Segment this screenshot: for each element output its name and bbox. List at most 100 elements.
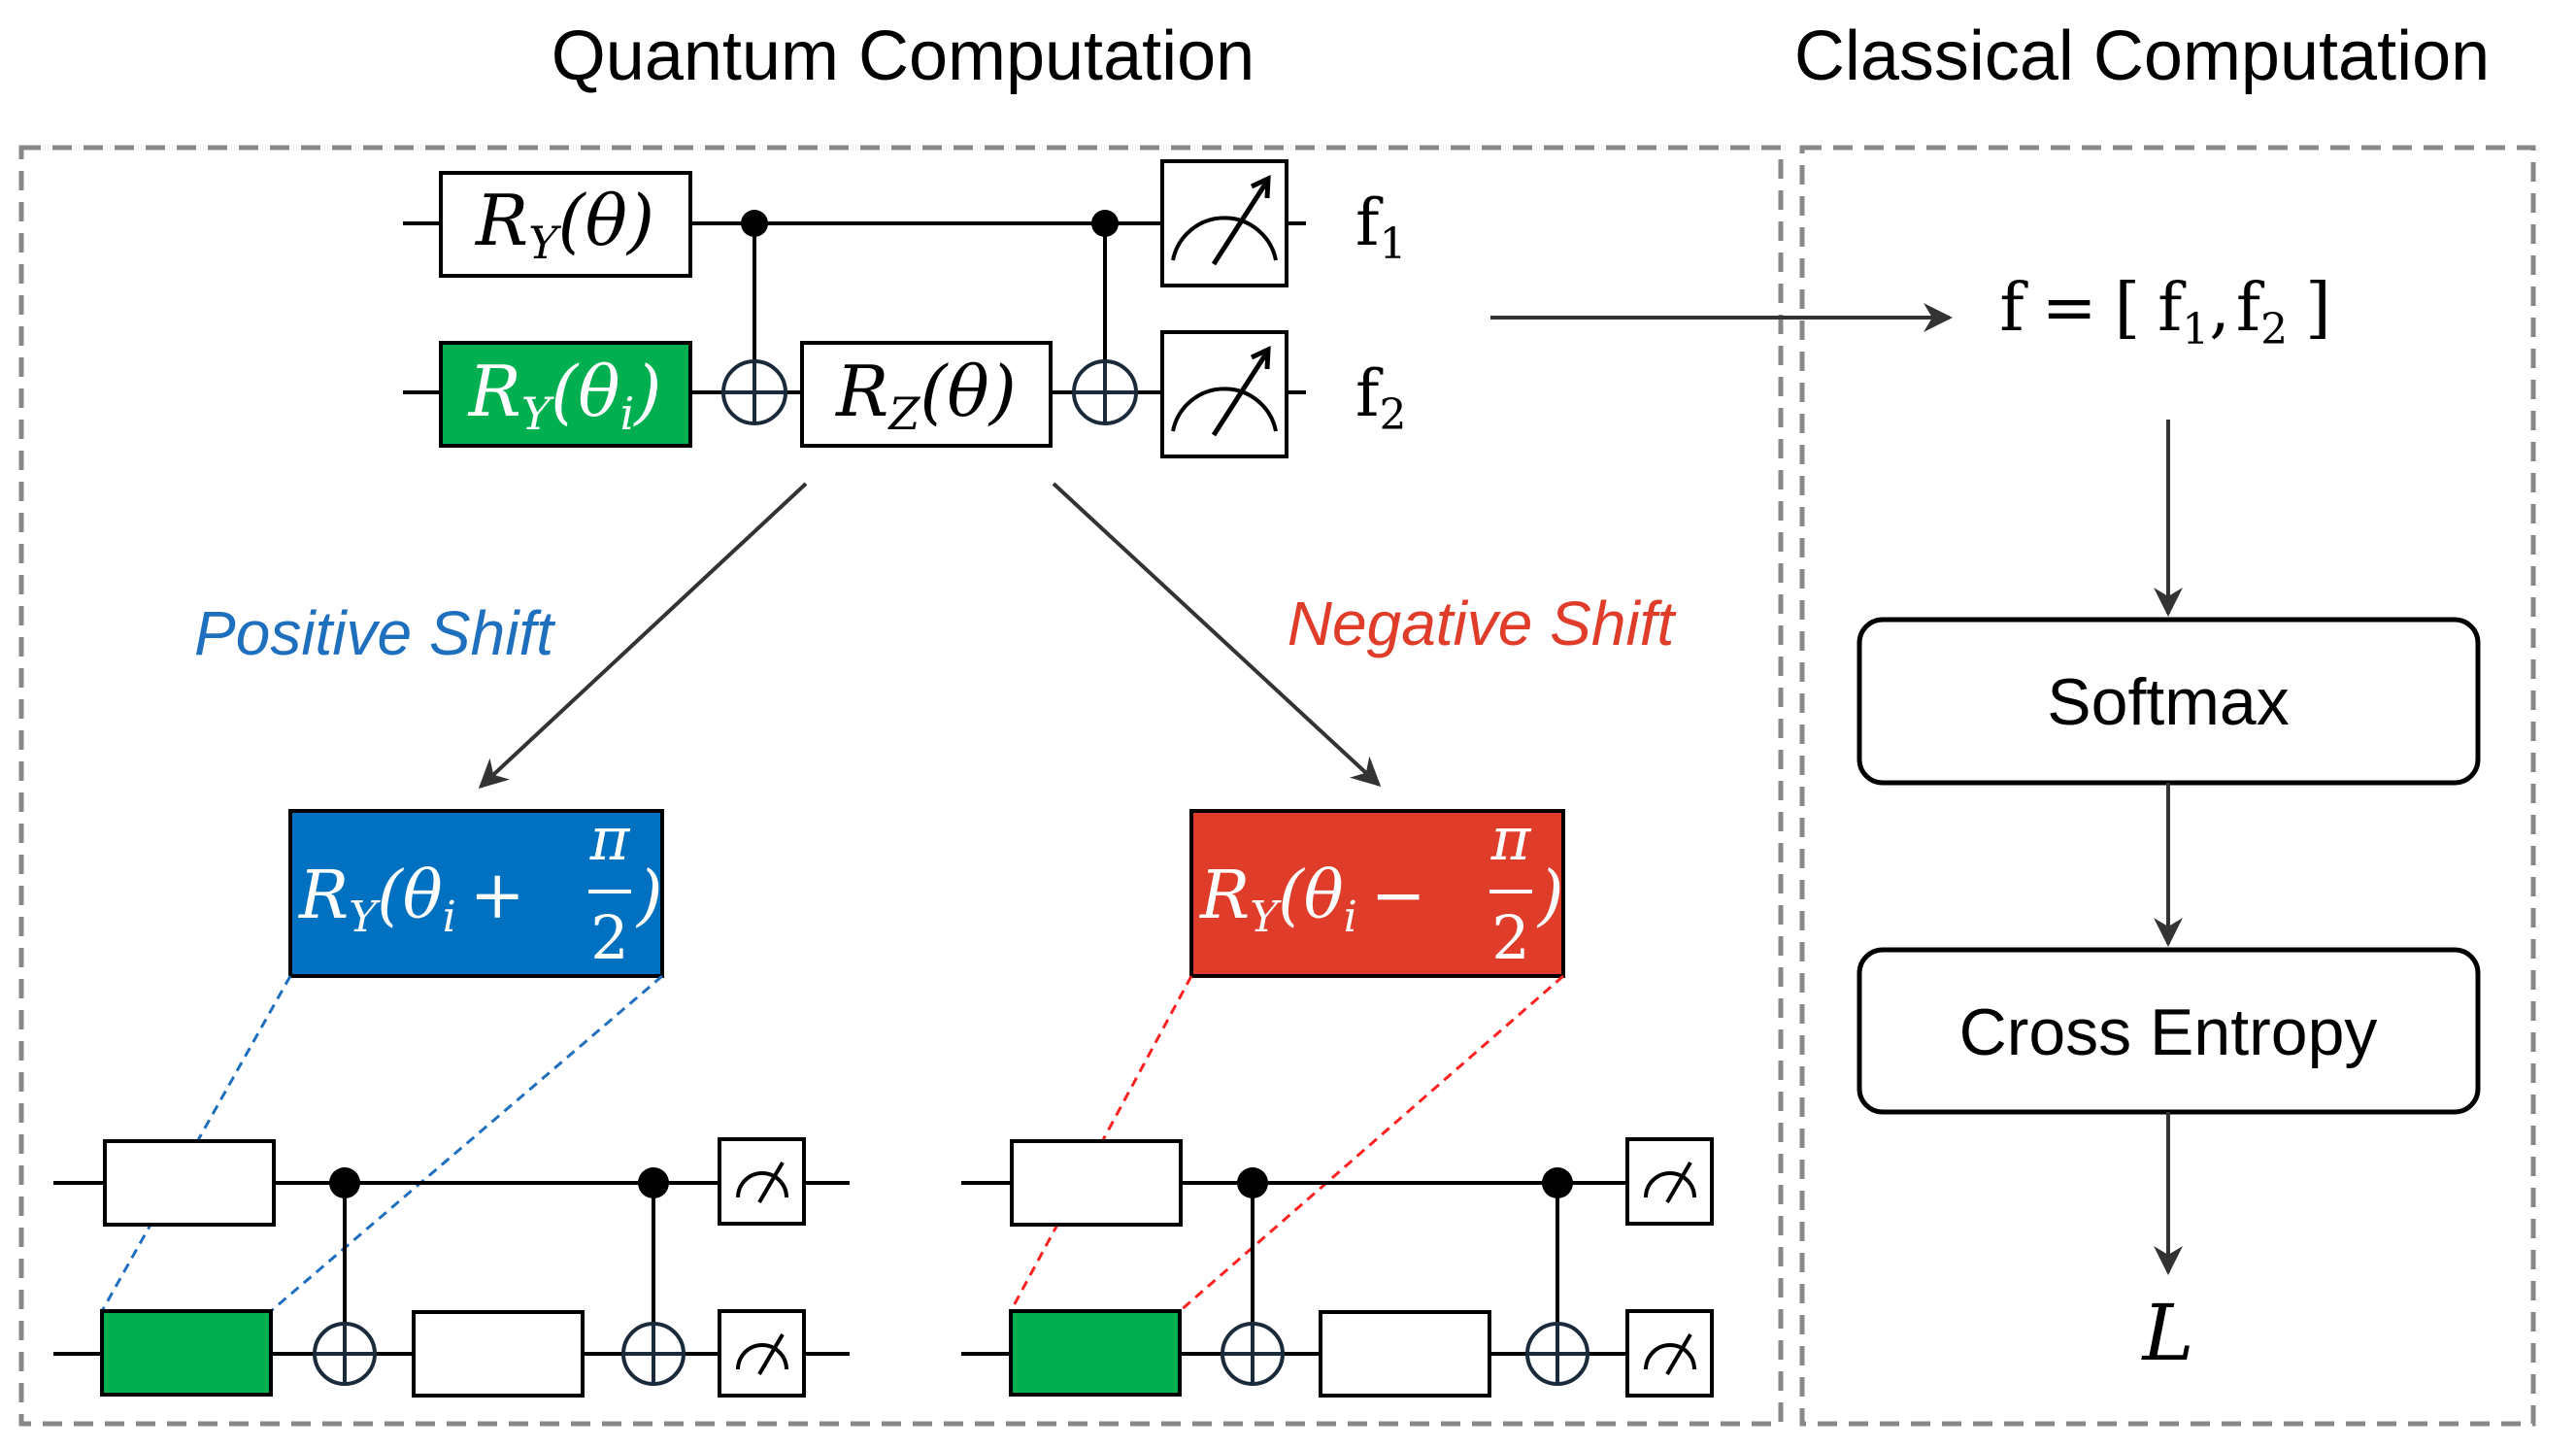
gate-operator: − (1371, 858, 1426, 934)
gate-argument-subscript: i (1344, 893, 1357, 942)
vector-element-subscript: 1 (2182, 305, 2209, 354)
main-circuit: RY(θ) RY(θi) RZ(θ) (403, 159, 1406, 458)
close-bracket: ] (2305, 270, 2331, 347)
gate-argument: (θ) (558, 180, 655, 261)
svg-text:RZ(θ): RZ(θ) (834, 351, 1017, 440)
cnot-gate-2[interactable] (1525, 1167, 1589, 1386)
gate-argument-subscript: i (620, 388, 635, 440)
ry-theta-i-gate[interactable]: RY(θi) (439, 341, 692, 448)
control-dot (1091, 210, 1119, 237)
ry-theta-gate[interactable]: RY(θ) (439, 171, 692, 278)
positive-shift-arrow (478, 482, 808, 790)
gate-symbol: R (834, 351, 888, 432)
gate-symbol: R (474, 180, 528, 261)
cross-entropy-label: Cross Entropy (1959, 995, 2378, 1069)
negative-shift-gate[interactable]: RY(θi− π 2 ) (1189, 803, 1565, 978)
negative-shift-label: Negative Shift (1288, 589, 1677, 658)
gate-argument-subscript: i (443, 893, 456, 942)
cnot-gate-2[interactable] (1072, 210, 1138, 425)
classical-panel (1799, 145, 2536, 1427)
gate-placeholder[interactable] (1319, 1310, 1491, 1398)
meter-icon (736, 1343, 788, 1370)
cnot-gate-2[interactable] (621, 1167, 686, 1386)
svg-text:RY(θi): RY(θi) (467, 351, 662, 440)
shifted-gate-placeholder[interactable] (1009, 1309, 1182, 1397)
cnot-gate-1[interactable] (313, 1167, 377, 1386)
meter-icon (1644, 1171, 1696, 1198)
fraction-numerator: π (1490, 803, 1532, 874)
gate-subscript: Z (887, 388, 920, 440)
cnot-gate-1[interactable] (1221, 1167, 1285, 1386)
measurement-gate-2[interactable] (1160, 330, 1288, 458)
control-dot (741, 210, 768, 237)
gate-argument-close: ) (635, 858, 663, 934)
output-symbol: f (1355, 356, 1384, 431)
gate-argument-close: ) (632, 351, 661, 432)
output-subscript: 2 (1379, 390, 1406, 440)
measurement-gate-1[interactable] (1160, 159, 1288, 287)
meter-icon (1171, 216, 1278, 261)
quantum-computation-title: Quantum Computation (552, 17, 1255, 95)
positive-shift-label: Positive Shift (194, 598, 555, 668)
vector-element-subscript: 2 (2260, 305, 2288, 354)
gate-argument-close: ) (1536, 858, 1564, 934)
measurement-gate-1[interactable] (718, 1137, 806, 1226)
softmax-label: Softmax (2047, 665, 2289, 739)
shifted-gate-placeholder[interactable] (100, 1309, 273, 1397)
fraction-denominator: 2 (590, 902, 628, 973)
positive-shift-circuit (53, 1137, 850, 1398)
gate-placeholder[interactable] (1010, 1139, 1183, 1227)
rz-theta-gate[interactable]: RZ(θ) (800, 341, 1053, 448)
positive-shift-gate[interactable]: RY(θi + π 2 ) (288, 803, 664, 978)
gate-argument: (θ (1278, 858, 1343, 934)
gate-symbol: R (297, 858, 349, 934)
gate-argument: (θ (377, 858, 442, 934)
classical-computation-title: Classical Computation (1794, 17, 2490, 95)
gate-subscript: Y (528, 217, 562, 269)
output-vector: f=[f1,f2] (1999, 270, 2330, 354)
fraction-numerator: π (589, 803, 631, 874)
measurement-gate-2[interactable] (718, 1309, 806, 1398)
output-f2: f2 (1355, 356, 1406, 440)
open-bracket: [ (2115, 270, 2141, 347)
gate-argument: (θ (551, 351, 619, 432)
output-subscript: 1 (1379, 219, 1406, 269)
measurement-gate-2[interactable] (1625, 1309, 1714, 1398)
measurement-gate-1[interactable] (1625, 1137, 1714, 1226)
softmax-block[interactable]: Softmax (1857, 617, 2481, 786)
gate-subscript: Y (349, 893, 381, 942)
gate-subscript: Y (521, 388, 555, 440)
gate-symbol: R (1198, 858, 1250, 934)
svg-text:RY(θi−: RY(θi− (1198, 858, 1426, 942)
loss-label: L (2140, 1288, 2193, 1378)
meter-icon (1644, 1343, 1696, 1370)
gate-argument: (θ) (920, 351, 1017, 432)
negative-shift-circuit (961, 1137, 1714, 1398)
negative-shift-arrow (1052, 482, 1382, 788)
output-symbol: f (1355, 185, 1384, 260)
negative-zoom-line-right (1179, 974, 1564, 1313)
vector-element: f (2236, 270, 2265, 347)
svg-text:RY(θ): RY(θ) (474, 180, 654, 269)
vector-element: f (2158, 270, 2187, 347)
meter-icon (1171, 387, 1278, 432)
output-f1: f1 (1355, 185, 1406, 269)
quantum-panel (18, 145, 1784, 1427)
positive-zoom-line-left (100, 975, 292, 1312)
cnot-gate-1[interactable] (721, 210, 787, 425)
positive-zoom-line-right (270, 974, 663, 1313)
comma: , (2209, 270, 2230, 347)
gate-subscript: Y (1250, 893, 1282, 942)
gate-placeholder[interactable] (103, 1139, 276, 1227)
cross-entropy-block[interactable]: Cross Entropy (1857, 947, 2481, 1115)
vector-symbol: f (1999, 270, 2028, 347)
svg-text:RY(θi+: RY(θi + (297, 858, 525, 942)
meter-icon (736, 1171, 788, 1198)
fraction-denominator: 2 (1491, 902, 1529, 973)
gate-symbol: R (467, 351, 521, 432)
gate-placeholder[interactable] (412, 1310, 585, 1398)
gate-operator: + (470, 858, 525, 934)
equals-sign: = (2042, 270, 2097, 347)
